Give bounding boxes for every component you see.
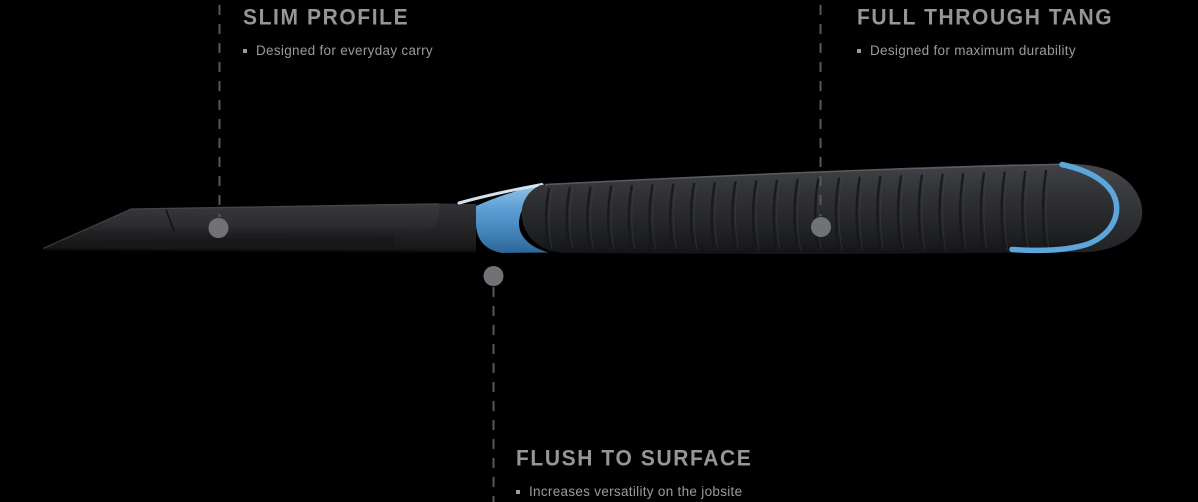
bullet-text: Designed for maximum durability: [870, 43, 1076, 58]
bullet-item: Increases versatility on the jobsite: [516, 484, 752, 499]
knife-handle: [521, 161, 1143, 254]
blade-edge-shadow: [44, 236, 476, 252]
handle-end-cap: [1057, 163, 1143, 253]
handle-top-rim-highlight: [544, 163, 1063, 186]
knife-blade: [42, 203, 477, 253]
bullet-text: Designed for everyday carry: [256, 43, 433, 58]
slim-profile-hotspot-dot: [208, 218, 229, 238]
callout-full-through-tang-title: FULL THROUGH TANG: [857, 6, 1114, 30]
callout-full-through-tang: FULL THROUGH TANG Designed for maximum d…: [857, 6, 1113, 58]
bullet-item: Designed for maximum durability: [857, 43, 1113, 58]
flush-to-surface-hotspot-dot: [483, 266, 504, 286]
blade-spine-highlight: [42, 203, 439, 250]
callout-leaders: [208, 5, 831, 502]
bullet-text: Increases versatility on the jobsite: [529, 484, 743, 499]
callout-slim-profile-bullets: Designed for everyday carry: [243, 43, 433, 58]
callout-flush-to-surface-bullets: Increases versatility on the jobsite: [516, 484, 752, 499]
blade-grind-line: [165, 209, 175, 232]
bullet-item: Designed for everyday carry: [243, 43, 433, 58]
handle-rib-grooves: [544, 169, 1048, 252]
square-bullet-icon: [243, 48, 247, 53]
callout-flush-to-surface-title: FLUSH TO SURFACE: [516, 447, 753, 471]
end-cap-blue-stripe: [1009, 161, 1120, 254]
blade-holder: [394, 204, 476, 252]
handle-rib-highlights: [548, 170, 1050, 250]
square-bullet-icon: [516, 489, 520, 494]
callout-full-through-tang-bullets: Designed for maximum durability: [857, 43, 1113, 58]
callout-slim-profile-title: SLIM PROFILE: [243, 6, 410, 30]
callout-slim-profile: SLIM PROFILE Designed for everyday carry: [243, 6, 433, 58]
full-through-tang-hotspot-dot: [811, 217, 831, 237]
callout-flush-to-surface: FLUSH TO SURFACE Increases versatility o…: [516, 447, 752, 499]
knife-blue-bolster: [457, 183, 549, 253]
square-bullet-icon: [857, 48, 861, 53]
bolster-top-highlight: [457, 183, 544, 205]
